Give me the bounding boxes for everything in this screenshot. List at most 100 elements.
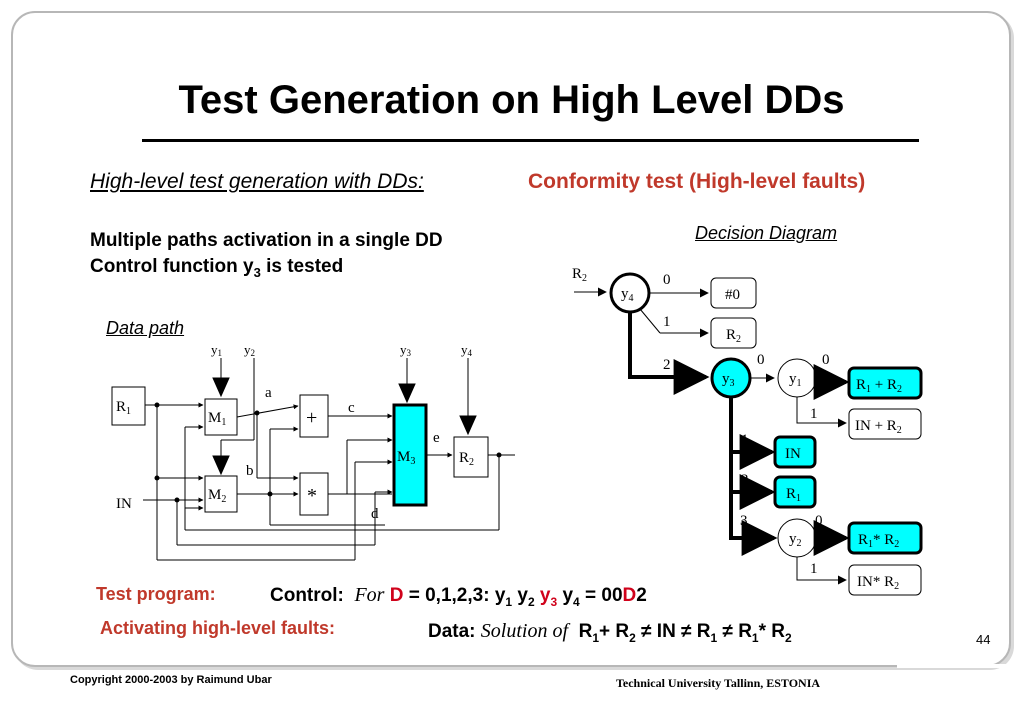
expr-b-sub: 2 (629, 630, 636, 645)
expr-times: * R (758, 621, 786, 642)
term-hash0-text: #0 (725, 287, 740, 303)
plus-text: + (306, 407, 317, 429)
y2-label: y2 (789, 531, 802, 549)
r2-text: R2 (459, 450, 474, 468)
expr-ne1: ≠ IN ≠ R (635, 621, 711, 642)
r2-register (453, 436, 489, 478)
edge-label-1c: 1 (741, 432, 749, 448)
range-text: = 0,1,2,3: y (403, 585, 506, 606)
terminal-r1-plus-r2 (847, 366, 923, 400)
footer-copyright: Copyright 2000-2003 by Raimund Ubar (70, 674, 272, 686)
data-label: Data: (428, 621, 476, 642)
page-number: 44 (976, 632, 991, 647)
edge-label-0a: 0 (663, 272, 671, 288)
line2-prefix: Control function y (90, 256, 254, 277)
y3-text: y (534, 585, 551, 606)
signal-a: a (265, 385, 272, 401)
terminal-in-times-r2 (848, 564, 922, 596)
edge-label-3: 3 (740, 513, 748, 529)
expr-ne2: ≠ R (717, 621, 752, 642)
expr-a: R (578, 621, 593, 642)
subtitle-right: Conformity test (High-level faults) (528, 170, 866, 193)
edge-label-2a: 2 (663, 357, 671, 373)
y1-label: y1 (789, 371, 802, 389)
tail-text: 2 (636, 585, 647, 606)
decision-diagram-label: Decision Diagram (695, 223, 838, 243)
data-path-label: Data path (106, 318, 185, 338)
edge-label-2b: 2 (741, 472, 749, 488)
description-line-1: Multiple paths activation in a single DD (90, 230, 443, 251)
slide-title: Test Generation on High Level DDs (178, 78, 845, 122)
edge-label-0d: 0 (815, 513, 823, 529)
data-expression: Data: Solution of R1+ R2 ≠ IN ≠ R1 ≠ R1*… (428, 620, 792, 645)
edge-label-1d: 1 (810, 561, 818, 577)
expr-a-sub: 1 (592, 630, 600, 645)
term-in-text: IN (785, 446, 801, 462)
expr-e-sub: 2 (785, 630, 792, 645)
sub4: 4 (573, 594, 580, 609)
sub3: 3 (550, 594, 558, 609)
y4-text: y (557, 585, 574, 606)
data-path (111, 358, 515, 561)
terminal-r2 (710, 317, 757, 349)
r1-text: R1 (116, 399, 131, 417)
y3-label: y3 (722, 371, 735, 389)
dd-input-r2: R2 (572, 266, 587, 284)
decision-diagram (574, 272, 923, 596)
test-program-label: Test program: (96, 584, 216, 604)
r1-register (111, 386, 146, 426)
signal-b: b (246, 463, 254, 479)
eq-text: = 00 (579, 585, 623, 606)
term-r1r2-text: R1 + R2 (856, 377, 902, 395)
m2-mux (204, 475, 238, 513)
y4-control: y4 (461, 342, 473, 358)
terminal-r1 (773, 475, 817, 509)
terminal-r1-times-r2 (847, 521, 923, 555)
for-word: For (354, 584, 385, 606)
star-text: * (307, 485, 317, 507)
control-expression: Control: For D = 0,1,2,3: y1 y2 y3 y4 = … (270, 584, 647, 609)
edge-label-0c: 0 (822, 352, 830, 368)
terminal-in-plus-r2 (848, 408, 922, 440)
solution-word: Solution of (480, 620, 569, 642)
signal-d: d (371, 506, 379, 522)
footer-institution: Technical University Tallinn, ESTONIA (616, 676, 821, 690)
y3-control: y3 (400, 342, 412, 358)
line2-sub: 3 (253, 264, 261, 280)
activating-label: Activating high-level faults: (100, 618, 336, 638)
edge-label-1a: 1 (663, 314, 671, 330)
terminal-in (773, 435, 817, 469)
expr-plus: + R (599, 621, 630, 642)
edge-label-0b: 0 (757, 352, 765, 368)
signal-c: c (348, 400, 355, 416)
term-r1xr2-text: R1* R2 (858, 532, 899, 550)
signal-e: e (433, 430, 440, 446)
line2-suffix: is tested (260, 256, 344, 277)
y1-control: y1 (211, 342, 222, 358)
title-rule (142, 139, 919, 142)
expr-d-sub: 1 (751, 630, 759, 645)
edge-label-1b: 1 (810, 406, 818, 422)
description-line-2: Control function y3 is tested (90, 256, 343, 280)
y2-text: y (512, 585, 528, 606)
d-var-1: D (389, 585, 404, 606)
d-var-2: D (622, 585, 637, 606)
term-inr2-text: IN + R2 (855, 418, 902, 436)
y4-label: y4 (621, 286, 634, 304)
y2-control: y2 (244, 342, 255, 358)
terminal-hash0 (710, 277, 757, 309)
slide-frame (11, 11, 1011, 667)
term-inxr2-text: IN* R2 (857, 574, 899, 592)
control-label: Control: (270, 585, 344, 606)
in-label: IN (116, 496, 132, 512)
subtitle-left: High-level test generation with DDs: (90, 170, 424, 193)
sub1: 1 (505, 594, 513, 609)
m1-text: M1 (208, 410, 226, 428)
m1-mux (204, 398, 238, 436)
sub2: 2 (527, 594, 535, 609)
term-r1-text: R1 (786, 486, 801, 504)
term-r2-text: R2 (726, 327, 741, 345)
frame-gap (897, 664, 1012, 668)
m3-text: M3 (397, 449, 415, 467)
